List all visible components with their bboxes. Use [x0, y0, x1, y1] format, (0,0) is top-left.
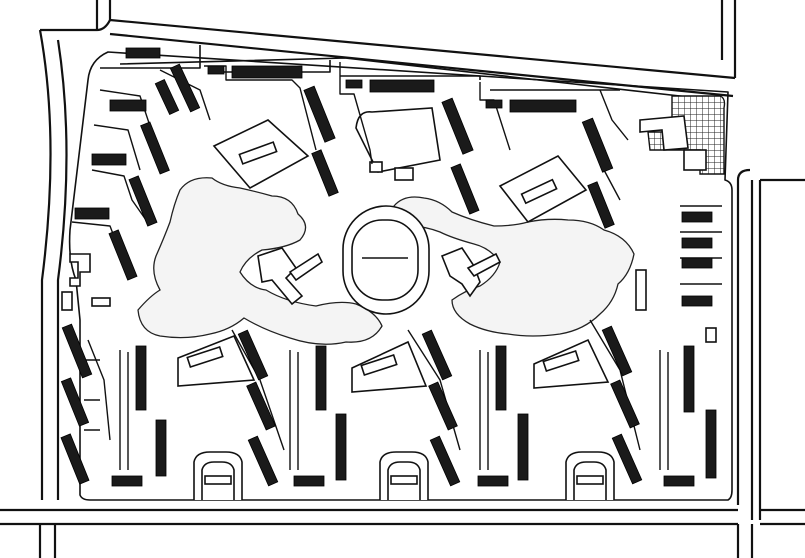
- community-centers: [61, 107, 717, 393]
- south-entrances: [193, 451, 615, 500]
- school-grid-block: [639, 95, 726, 175]
- running-track: [342, 205, 430, 315]
- residential-buildings: [60, 47, 717, 487]
- central-park-east: [393, 196, 635, 337]
- central-park-west: [137, 177, 383, 345]
- district-boundary: [68, 45, 733, 501]
